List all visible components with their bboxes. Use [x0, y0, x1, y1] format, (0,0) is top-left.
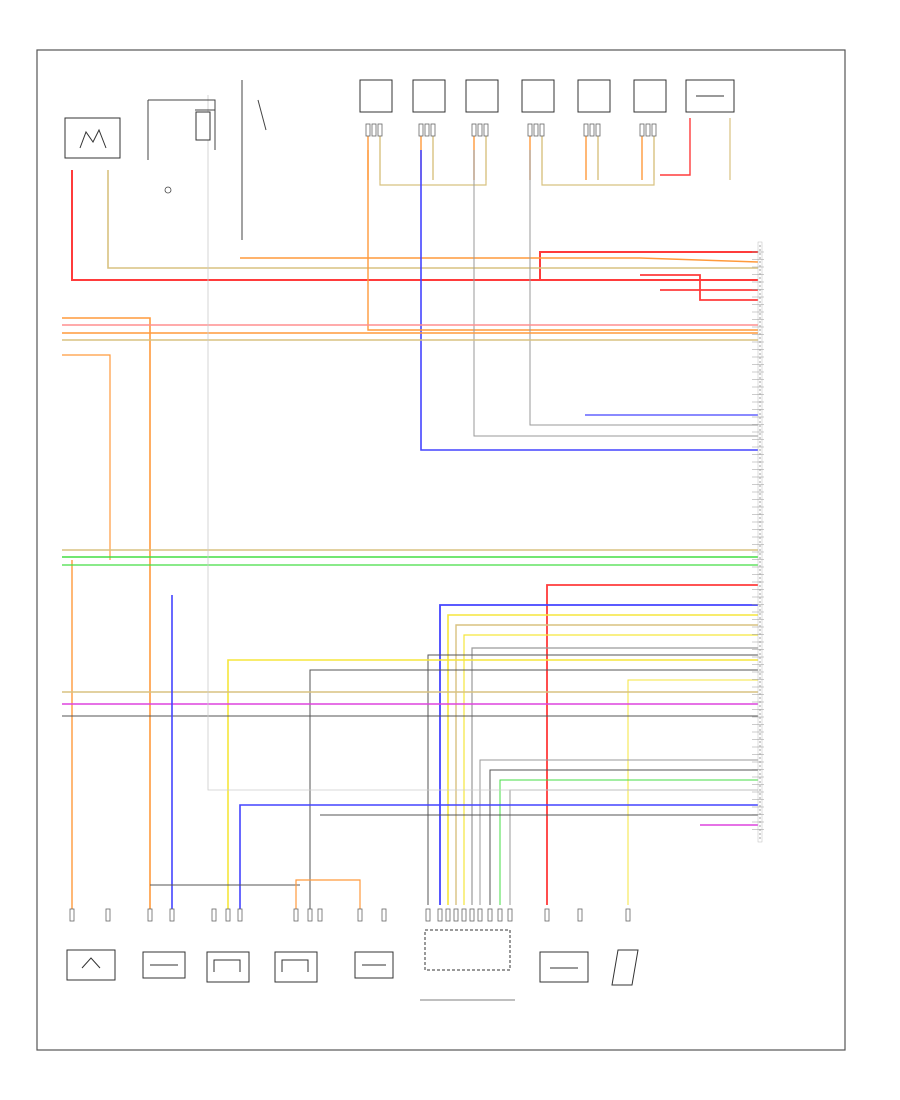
connector-pin-bottom [425, 908, 431, 922]
connector-pin-bottom [577, 908, 583, 922]
wire-red-crank [546, 584, 758, 905]
connector-pin-bottom [477, 908, 483, 922]
connector-pin [377, 123, 383, 137]
connector-pin [365, 123, 371, 137]
connector-pin-bottom [307, 908, 313, 922]
wire-dark-pedal [427, 654, 758, 905]
camshaft-sensor-intake [206, 951, 250, 983]
wire-yellow-oil [627, 679, 758, 905]
wire-orange-a [240, 257, 759, 263]
ecm-connector [757, 241, 763, 843]
wire-blue-coil [420, 150, 758, 451]
vanos-valve [354, 951, 394, 979]
coolant-thermostat [66, 949, 116, 981]
ignition-coil-3 [465, 79, 499, 113]
connector-pin-bottom [625, 908, 631, 922]
connector-pin [418, 123, 424, 137]
connector-pin-bottom [507, 908, 513, 922]
accelerator-pedal-module [420, 929, 515, 1001]
ignition-coil-6 [633, 79, 667, 113]
connector-pin [645, 123, 651, 137]
pin-layer [69, 123, 764, 922]
wire-tan-pedal [455, 624, 758, 905]
diagram-frame [36, 49, 846, 1051]
wire-blue-pedal [439, 604, 758, 905]
ignition-coil-4 [521, 79, 555, 113]
connector-pin [651, 123, 657, 137]
brake-pedal-switch [147, 80, 267, 240]
connector-pin-bottom [147, 908, 153, 922]
dme-relay [64, 117, 121, 159]
connector-pin [430, 123, 436, 137]
connector-pin [371, 123, 377, 137]
wire-yellow-pedal [447, 614, 758, 905]
connector-pin-bottom [169, 908, 175, 922]
connector-pin [533, 123, 539, 137]
connector-pin [539, 123, 545, 137]
connector-pin-bottom [211, 908, 217, 922]
connector-pin-bottom [69, 908, 75, 922]
connector-pin-bottom [357, 908, 363, 922]
wire-gray-low-1 [479, 759, 758, 905]
wire-gray-coil-2 [529, 150, 758, 426]
ignition-coil-5 [577, 79, 611, 113]
evap-sensor [685, 79, 735, 113]
connector-pin-bottom [544, 908, 550, 922]
connector-pin-bottom [225, 908, 231, 922]
connector-pin [527, 123, 533, 137]
wire-red-evap [660, 118, 691, 176]
connector-pin [583, 123, 589, 137]
wire-blue-low [239, 804, 758, 920]
connector-pin-bottom [105, 908, 111, 922]
crankshaft-sensor [539, 951, 589, 983]
connector-pin [589, 123, 595, 137]
connector-pin-bottom [293, 908, 299, 922]
wire-gray-pedal [471, 647, 758, 905]
connector-pin-bottom [437, 908, 443, 922]
connector-pin-bottom [487, 908, 493, 922]
connector-pin-bottom [381, 908, 387, 922]
wire-orange-left-3 [62, 354, 111, 560]
wire-coil-bank2 [541, 180, 655, 186]
wire-gray-thin [207, 95, 758, 791]
connector-pin-bottom [497, 908, 503, 922]
connector-pin-bottom [469, 908, 475, 922]
wire-orange-vanos [295, 879, 361, 920]
wire-dark-cam [309, 669, 758, 920]
wire-layer [62, 95, 759, 920]
connector-pin-bottom [461, 908, 467, 922]
wire-orange-left [62, 317, 151, 920]
wire-green-low [499, 779, 758, 905]
connector-pin [471, 123, 477, 137]
camshaft-sensor-exhaust [274, 951, 318, 983]
connector-pin [424, 123, 430, 137]
wire-red-c [640, 274, 758, 301]
connector-pin-bottom [453, 908, 459, 922]
ignition-coil-1 [359, 79, 393, 113]
wire-tan-a [107, 170, 758, 269]
connector-pin-bottom [237, 908, 243, 922]
connector-pin [477, 123, 483, 137]
connector-pin [483, 123, 489, 137]
connector-pin [595, 123, 601, 137]
connector-pin-bottom [317, 908, 323, 922]
purge-valve [142, 951, 186, 979]
wire-orange-coil [367, 150, 758, 331]
wire-dark-low-1 [489, 769, 758, 905]
ignition-coil-2 [412, 79, 446, 113]
wire-coil-bank1 [379, 180, 487, 186]
wire-yellow-cam [227, 659, 758, 920]
wire-red-main [71, 170, 758, 281]
oil-level-sensor [611, 949, 639, 986]
connector-pin-bottom [445, 908, 451, 922]
wire-gray-coil [473, 150, 758, 437]
ignition-coils [359, 79, 667, 113]
connector-pin [639, 123, 645, 137]
